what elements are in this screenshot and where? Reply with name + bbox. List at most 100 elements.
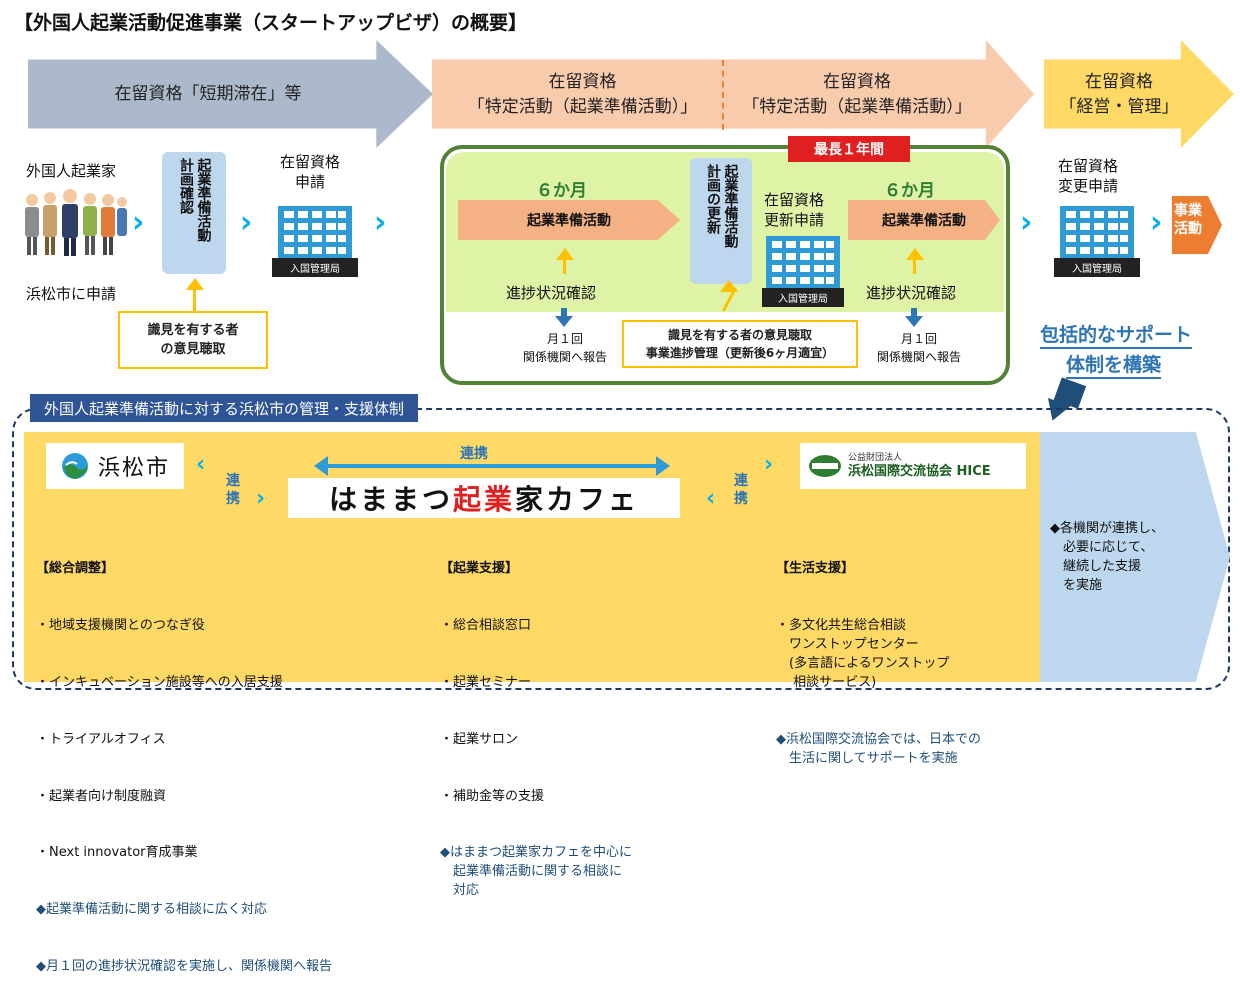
note-item: ◆はままつ起業家カフェを中心に 起業準備活動に関する相談に 対応 (440, 845, 632, 899)
list-item: ・総合相談窓口 (440, 617, 532, 633)
chevron-right-icon: › (764, 452, 774, 477)
status-label-designated-1: 在留資格 「特定活動（起業準備活動）」 (440, 62, 725, 128)
list-item: ・起業者向け制度融資 (36, 788, 167, 804)
list-item: ・地域支援機関とのつなぎ役 (36, 617, 205, 633)
connector-line (913, 260, 916, 274)
note-item: ◆起業準備活動に関する相談に広く対応 (36, 902, 267, 918)
activity-arrow: 起業準備活動 (458, 200, 680, 240)
status-label-short-stay: 在留資格「短期滞在」等 (28, 58, 388, 130)
immigration-label: 入国管理局 (1054, 258, 1140, 277)
collab-label-right: 連 携 (734, 473, 748, 508)
list-item: ・起業セミナー (440, 674, 532, 690)
coordination-column: 【総合調整】 ・地域支援機関とのつなぎ役 ・インキュベーション施設等への入居支援… (36, 522, 332, 996)
city-emblem-icon (61, 453, 88, 479)
cafe-name-part2: 起業 (452, 483, 515, 516)
people-icon (25, 189, 127, 256)
arrow-down-stem (911, 308, 917, 317)
immigration-label: 入国管理局 (272, 258, 358, 277)
building-icon (1060, 206, 1134, 258)
hice-text-group: 公益財団法人 浜松国際交流協会 HICE (848, 453, 991, 479)
column-heading: 【総合調整】 (36, 560, 115, 576)
column-heading: 【生活支援】 (776, 560, 855, 576)
activity-text: 起業準備活動 (882, 213, 966, 229)
divider (722, 60, 724, 130)
hice-logo: 公益財団法人 浜松国際交流協会 HICE (800, 443, 1026, 489)
plan-check-box: 起業準備活動 計画確認 (162, 152, 226, 274)
cafe-name-part1: はままつ (328, 483, 453, 516)
status-text: 在留資格「短期滞在」等 (114, 83, 302, 104)
chevron-right-icon: › (1020, 205, 1033, 240)
support-title-line2: 体制を構築 (1066, 350, 1162, 379)
business-activity-label: 事業 活動 (1174, 203, 1202, 238)
collab-label-top: 連携 (460, 446, 488, 462)
monthly-report-label: 月１回 関係機関へ報告 (876, 332, 961, 364)
arrow-up-icon (720, 280, 738, 292)
arrow-up-icon (556, 248, 574, 260)
entrepreneurs-illustration (20, 188, 128, 258)
support-system-tab: 外国人起業準備活動に対する浜松市の管理・支援体制 (30, 394, 419, 422)
chevron-left-icon: ‹ (196, 452, 206, 477)
city-name: 浜松市 (97, 456, 170, 481)
chevron-left-icon: ‹ (706, 486, 716, 511)
status-label-business-management: 在留資格 「経営・管理」 (1044, 62, 1194, 128)
startup-support-column: 【起業支援】 ・総合相談窓口 ・起業セミナー ・起業サロン ・補助金等の支援 ◆… (440, 522, 632, 920)
immigration-building: 入国管理局 (272, 206, 358, 277)
list-item: ・多文化共生総合相談 ワンストップセンター (多言語によるワンストップ 相談サー… (776, 617, 950, 690)
note-item: ◆月１回の進捗状況確認を実施し、関係機関へ報告 (36, 959, 332, 975)
status-text: 在留資格 (1085, 72, 1153, 93)
arrow-down-stem (561, 308, 567, 317)
arrow-up-icon (186, 278, 204, 290)
cafe-logo: はままつ 起業 家カフェ (288, 478, 680, 518)
collab-arrow (322, 464, 658, 468)
change-apply-label: 在留資格 変更申請 (1058, 157, 1119, 196)
collab-label-left: 連 携 (226, 473, 240, 508)
cafe-name-part3: 家カフェ (515, 483, 640, 516)
chevron-right-icon: › (256, 486, 266, 511)
immigration-label: 入国管理局 (762, 288, 844, 307)
chevron-right-icon: › (1150, 205, 1163, 240)
status-text: 「特定活動（起業準備活動）」 (742, 97, 972, 117)
status-text: 「経営・管理」 (1059, 97, 1179, 117)
column-heading: 【起業支援】 (440, 560, 519, 576)
expert-progress-box: 識見を有する者の意見聴取 事業進捗管理（更新後6ヶ月適宜） (622, 320, 858, 368)
arrow-down-icon (555, 316, 573, 327)
list-item: ・補助金等の支援 (440, 788, 545, 804)
note-item: ◆浜松国際交流協会では、日本での 生活に関してサポートを実施 (776, 731, 981, 766)
activity-text: 起業準備活動 (527, 213, 611, 229)
plan-update-text: 起業準備活動 計画の更新 (705, 164, 739, 248)
plan-check-text: 起業準備活動 計画確認 (178, 158, 212, 242)
hice-small-label: 公益財団法人 (848, 452, 903, 463)
chevron-right-icon: › (374, 205, 387, 240)
collaboration-note: ◆各機関が連携し、 必要に応じて、 継続した支援 を実施 (1050, 521, 1164, 593)
page-title: 【外国人起業活動促進事業（スタートアップビザ）の概要】 (14, 12, 528, 34)
chevron-right-icon: › (240, 205, 253, 240)
six-months-label: ６か月 (536, 181, 587, 201)
support-title-line1: 包括的なサポート (1040, 320, 1193, 349)
plan-update-box: 起業準備活動 計画の更新 (690, 158, 752, 284)
status-text: 「特定活動（起業準備活動）」 (467, 97, 698, 117)
entrepreneur-label: 外国人起業家 (26, 162, 117, 180)
arrow-right-icon (656, 456, 670, 476)
expert-opinion-box: 識見を有する者 の意見聴取 (118, 311, 268, 369)
hice-name: 浜松国際交流協会 HICE (848, 463, 991, 479)
building-icon (278, 206, 352, 258)
list-item: ・インキュベーション施設等への入居支援 (36, 674, 283, 690)
max-one-year-badge: 最長１年間 (788, 136, 910, 162)
list-item: ・起業サロン (440, 731, 519, 747)
status-apply-label: 在留資格 申請 (280, 153, 341, 192)
chevron-right-icon: › (132, 205, 145, 240)
connector-line (563, 260, 566, 274)
status-text: 在留資格 (548, 72, 617, 93)
immigration-building: 入国管理局 (762, 236, 844, 307)
activity-arrow: 起業準備活動 (848, 200, 1000, 240)
city-logo: 浜松市 (46, 443, 184, 489)
arrow-left-icon (314, 456, 328, 476)
progress-check-label: 進捗状況確認 (506, 284, 597, 302)
hice-emblem-icon (809, 455, 841, 477)
collaboration-panel (1040, 432, 1230, 682)
life-support-column: 【生活支援】 ・多文化共生総合相談 ワンストップセンター (多言語によるワンスト… (776, 522, 981, 788)
monthly-report-label: 月１回 関係機関へ報告 (522, 332, 607, 364)
six-months-label: ６か月 (884, 181, 935, 201)
building-icon (766, 236, 840, 288)
apply-city-label: 浜松市に申請 (26, 285, 117, 303)
